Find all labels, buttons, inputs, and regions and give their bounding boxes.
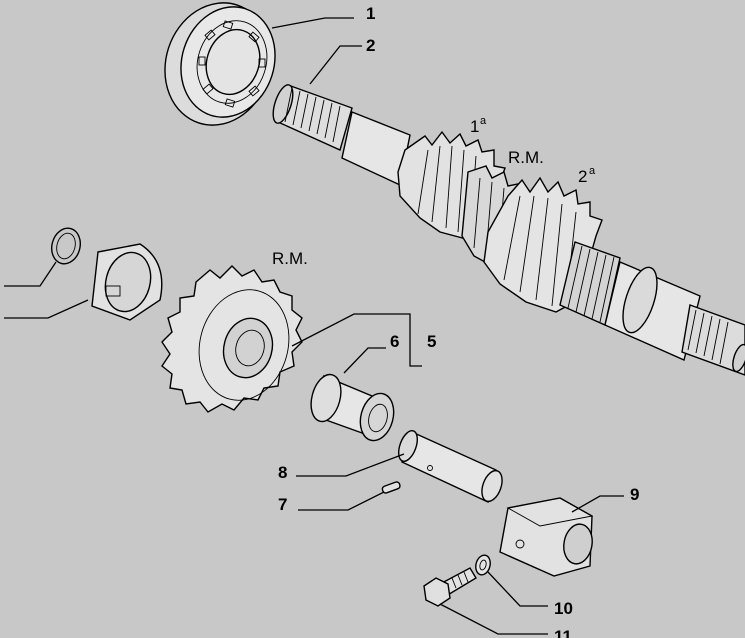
spacer-ring-icon [91, 243, 163, 321]
splined-shaft-icon [272, 84, 745, 376]
gear-reverse-label: R.M. [508, 148, 544, 167]
support-block-icon [499, 497, 594, 577]
leader-line-2 [309, 45, 362, 85]
gear-1st-label: 1 [470, 117, 479, 136]
leader-line-10 [487, 571, 548, 607]
callout-7: 7 [278, 495, 287, 514]
gear-2nd-label-sup: a [589, 165, 596, 177]
washer-icon [475, 554, 491, 576]
bushing-icon [310, 373, 395, 442]
leader-line-spacer [4, 299, 89, 319]
leader-line-11 [439, 603, 548, 635]
idler-gear-label: R.M. [272, 249, 308, 268]
callout-9: 9 [630, 485, 639, 504]
gear-1st-label-sup: a [480, 115, 487, 127]
shaft-pin-icon [398, 430, 503, 503]
leader-line-7 [298, 491, 385, 511]
leader-line-8 [296, 453, 405, 477]
callout-6: 6 [390, 332, 399, 351]
leader-line-snap-ring [4, 261, 57, 287]
callout-10: 10 [554, 599, 573, 618]
snap-ring-icon [50, 227, 82, 265]
gear-icon [161, 265, 303, 413]
bolt-icon [423, 567, 477, 607]
pin-icon [381, 481, 401, 494]
callout-11: 11 [554, 627, 572, 638]
callout-8: 8 [278, 463, 287, 482]
callout-5: 5 [427, 332, 436, 351]
gear-2nd-label: 2 [578, 167, 587, 186]
leader-line-5 [291, 313, 422, 367]
callout-1: 1 [366, 4, 375, 23]
leader-line-9 [571, 495, 624, 513]
callout-2: 2 [366, 36, 375, 55]
leader-line-6 [343, 347, 386, 374]
leader-line-1 [271, 17, 354, 29]
bearing-icon [164, 2, 276, 126]
